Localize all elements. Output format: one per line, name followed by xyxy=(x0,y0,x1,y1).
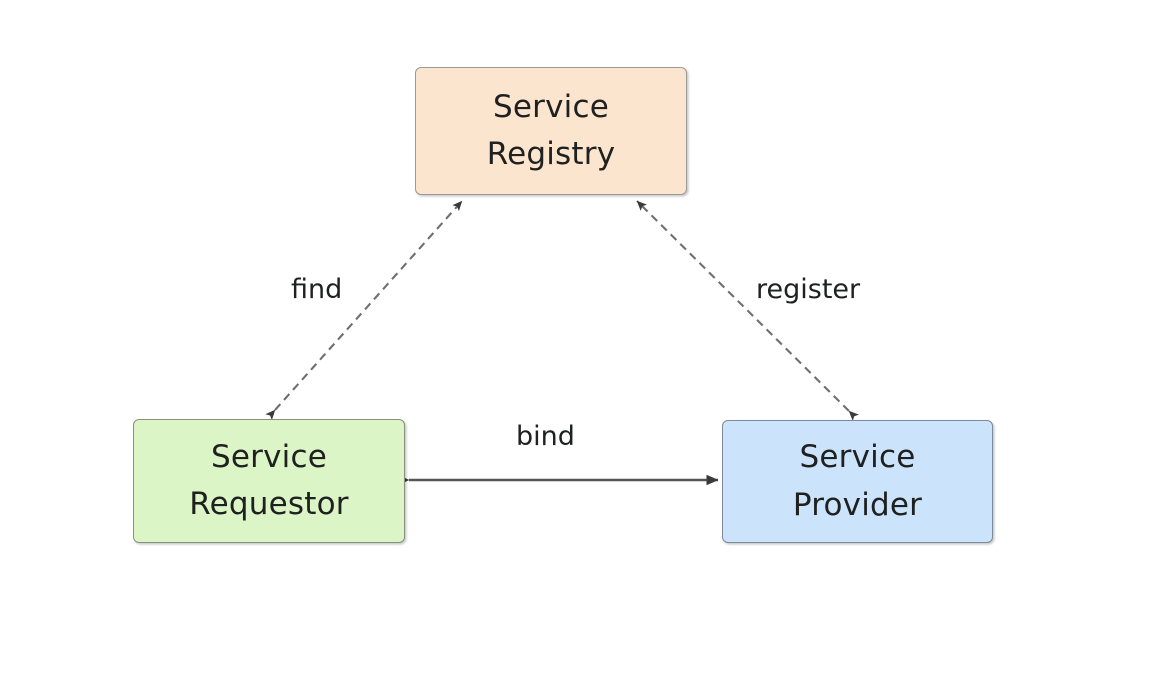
edge-register xyxy=(636,200,859,421)
node-service-requestor[interactable]: Service Requestor xyxy=(133,419,405,543)
node-service-registry-label: Service Registry xyxy=(486,88,616,172)
edge-label-register: register xyxy=(756,274,861,305)
edge-find xyxy=(265,200,463,421)
node-service-provider-label: Service Provider xyxy=(792,439,923,523)
edge-label-find: find xyxy=(291,274,343,305)
node-service-requestor-label: Service Requestor xyxy=(189,438,349,522)
edge-label-bind: bind xyxy=(516,421,575,452)
node-service-provider[interactable]: Service Provider xyxy=(722,420,993,543)
node-service-registry[interactable]: Service Registry xyxy=(415,67,687,195)
